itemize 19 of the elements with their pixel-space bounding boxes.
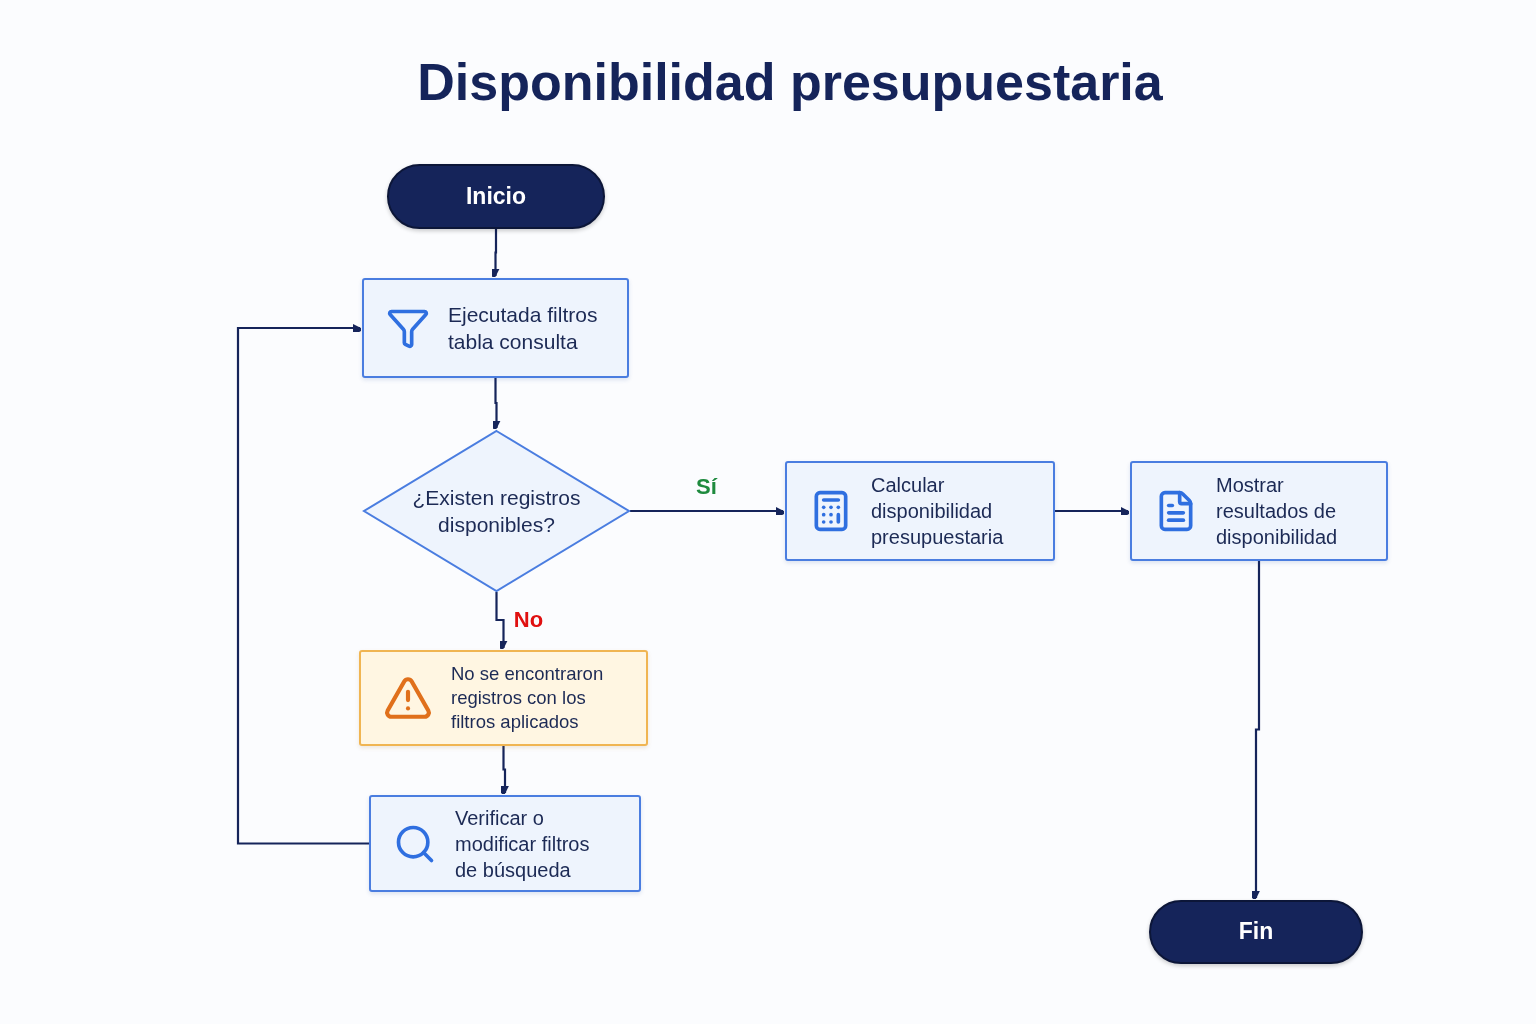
node-text: Mostrar resultados de disponibilidad [1216,473,1339,550]
process-box [785,461,1055,561]
node-text: No se encontraron registros con los filtros aplicados [451,661,605,734]
decision-diamond [363,430,630,592]
node-text: Calcular disponibilidad presupuestaria [871,473,1005,550]
process-box [369,795,641,892]
node-text: Ejecutada filtros tabla consulta [448,301,599,355]
warning-box [359,650,648,746]
arrow [236,324,369,845]
diagram-title: Disponibilidad presupuestaria [416,52,1164,112]
arrow [495,592,508,652]
process-box [1130,461,1388,561]
node-text: Fin [1238,917,1274,947]
start-terminal [387,164,605,229]
node-text: Verificar o modificar filtros de búsqueda [455,805,591,883]
process-box [362,278,629,378]
node-text: Inicio [465,181,527,211]
decision-text: ¿Existen registros disponibles? [411,484,582,538]
end-terminal [1149,900,1363,964]
